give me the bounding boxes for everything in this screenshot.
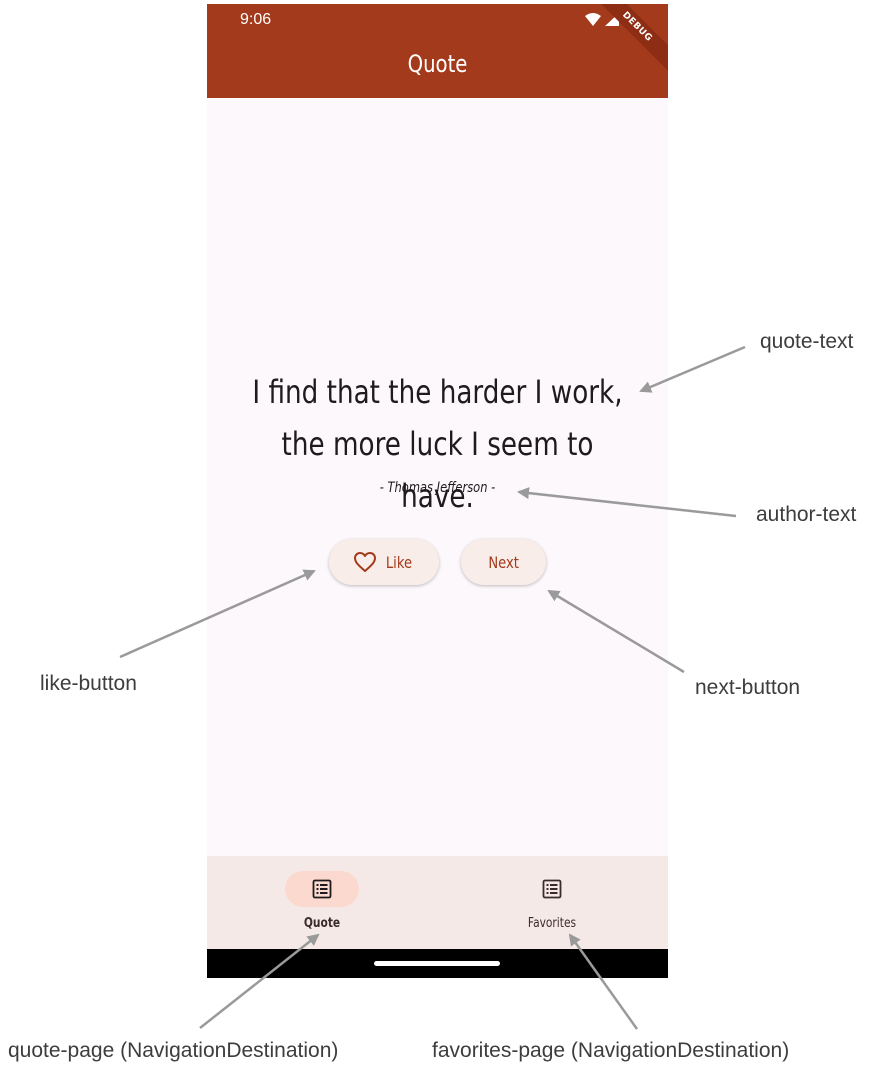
- like-button-label: Like: [385, 552, 413, 572]
- quote-line: I find that the harder I work,: [252, 373, 623, 411]
- next-button-label: Next: [488, 552, 519, 572]
- heart-outline-icon: [354, 552, 377, 572]
- app-bar: 9:06 DEBUG Quote: [207, 4, 668, 98]
- annotation-quote-text: quote-text: [760, 330, 854, 353]
- wifi-icon: [585, 13, 601, 26]
- home-handle[interactable]: [374, 961, 500, 966]
- navigation-bar: Quote Favorites: [207, 856, 668, 949]
- nav-destination-favorites[interactable]: Favorites: [437, 856, 667, 949]
- list-icon: [312, 879, 332, 899]
- status-time: 9:06: [240, 11, 272, 28]
- phone-screen: 9:06 DEBUG Quote I find that the harder …: [207, 4, 668, 978]
- annotation-next-button: next-button: [695, 676, 801, 699]
- nav-label-quote: Quote: [303, 916, 341, 931]
- nav-label-favorites: Favorites: [527, 916, 577, 931]
- next-button[interactable]: Next: [461, 539, 546, 585]
- annotation-author-text: author-text: [756, 503, 857, 526]
- page-title: Quote: [407, 50, 468, 78]
- nav-destination-quote[interactable]: Quote: [207, 856, 437, 949]
- list-icon: [542, 879, 562, 899]
- annotation-favorites-page: favorites-page (NavigationDestination): [432, 1039, 790, 1062]
- author-text: - Thomas Jefferson -: [379, 480, 496, 496]
- quote-text: I find that the harder I work, the more …: [248, 366, 626, 522]
- annotation-like-button: like-button: [40, 672, 137, 695]
- quote-line: the more luck I seem to have.: [281, 425, 594, 515]
- like-button[interactable]: Like: [329, 539, 439, 585]
- system-gesture-bar: [207, 949, 668, 978]
- annotation-quote-page: quote-page (NavigationDestination): [8, 1039, 339, 1062]
